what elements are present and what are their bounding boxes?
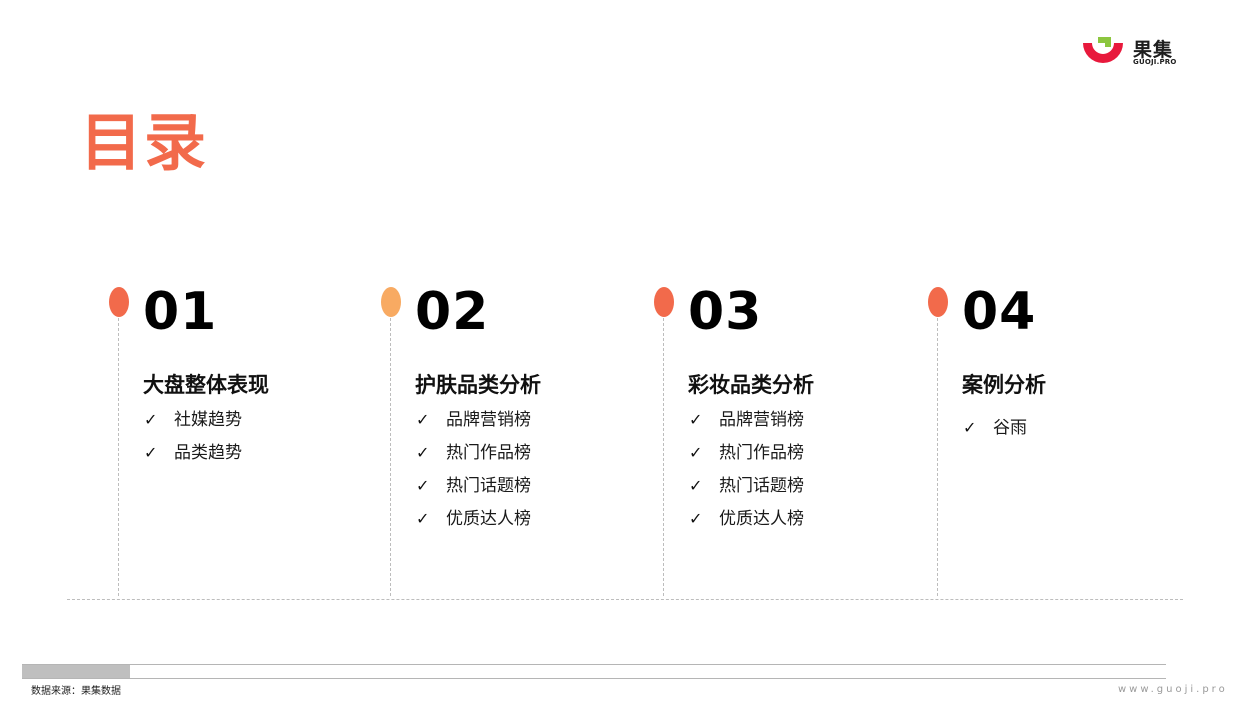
check-icon: ✓ — [689, 476, 703, 495]
check-icon: ✓ — [416, 410, 430, 429]
list-item-label: 谷雨 — [993, 418, 1027, 438]
guoji-logo-icon — [1083, 37, 1123, 63]
section-title: 护肤品类分析 — [415, 373, 541, 397]
footer-bar — [22, 664, 1166, 679]
list-item-label: 品牌营销榜 — [719, 410, 804, 430]
website-url: www.guoji.pro — [1118, 684, 1228, 695]
section-item-list: ✓ 社媒趋势 ✓ 品类趋势 — [144, 408, 242, 474]
map-pin-icon — [381, 287, 401, 317]
section-divider-line — [118, 318, 119, 596]
check-icon: ✓ — [689, 410, 703, 429]
list-item-label: 优质达人榜 — [446, 509, 531, 529]
list-item: ✓ 品牌营销榜 — [689, 408, 804, 441]
list-item-label: 热门话题榜 — [446, 476, 531, 496]
section-title: 大盘整体表现 — [143, 373, 269, 397]
check-icon: ✓ — [144, 443, 158, 462]
section-item-list: ✓ 谷雨 — [963, 416, 1027, 449]
check-icon: ✓ — [144, 410, 158, 429]
footer-accent-block — [22, 665, 130, 678]
section-divider-line — [937, 318, 938, 596]
map-pin-icon — [654, 287, 674, 317]
timeline-baseline — [67, 599, 1183, 600]
list-item: ✓ 热门话题榜 — [416, 474, 531, 507]
section-item-list: ✓ 品牌营销榜 ✓ 热门作品榜 ✓ 热门话题榜 ✓ 优质达人榜 — [416, 408, 531, 540]
list-item-label: 热门作品榜 — [719, 443, 804, 463]
section-title: 彩妆品类分析 — [688, 373, 814, 397]
section-number: 02 — [415, 282, 490, 342]
list-item-label: 热门作品榜 — [446, 443, 531, 463]
list-item-label: 品牌营销榜 — [446, 410, 531, 430]
list-item: ✓ 谷雨 — [963, 416, 1027, 449]
check-icon: ✓ — [689, 509, 703, 528]
list-item: ✓ 热门作品榜 — [416, 441, 531, 474]
list-item-label: 品类趋势 — [174, 443, 242, 463]
logo-text-cn: 果集 — [1133, 39, 1174, 61]
section-item-list: ✓ 品牌营销榜 ✓ 热门作品榜 ✓ 热门话题榜 ✓ 优质达人榜 — [689, 408, 804, 540]
map-pin-icon — [109, 287, 129, 317]
list-item: ✓ 品牌营销榜 — [416, 408, 531, 441]
section-divider-line — [663, 318, 664, 596]
check-icon: ✓ — [963, 418, 977, 437]
list-item-label: 社媒趋势 — [174, 410, 242, 430]
section-number: 01 — [143, 282, 218, 342]
list-item: ✓ 品类趋势 — [144, 441, 242, 474]
page-title: 目录 — [80, 106, 209, 179]
section-divider-line — [390, 318, 391, 596]
check-icon: ✓ — [416, 509, 430, 528]
check-icon: ✓ — [689, 443, 703, 462]
logo-text-en: GUOJI.PRO — [1133, 58, 1177, 66]
data-source-note: 数据来源：果集数据 — [31, 686, 121, 697]
section-number: 03 — [688, 282, 763, 342]
list-item-label: 热门话题榜 — [719, 476, 804, 496]
check-icon: ✓ — [416, 443, 430, 462]
list-item: ✓ 社媒趋势 — [144, 408, 242, 441]
map-pin-icon — [928, 287, 948, 317]
section-title: 案例分析 — [962, 373, 1046, 397]
list-item: ✓ 优质达人榜 — [689, 507, 804, 540]
list-item: ✓ 热门话题榜 — [689, 474, 804, 507]
list-item: ✓ 热门作品榜 — [689, 441, 804, 474]
section-number: 04 — [962, 282, 1037, 342]
check-icon: ✓ — [416, 476, 430, 495]
list-item-label: 优质达人榜 — [719, 509, 804, 529]
list-item: ✓ 优质达人榜 — [416, 507, 531, 540]
brand-logo: 果集 GUOJI.PRO — [1080, 34, 1180, 70]
